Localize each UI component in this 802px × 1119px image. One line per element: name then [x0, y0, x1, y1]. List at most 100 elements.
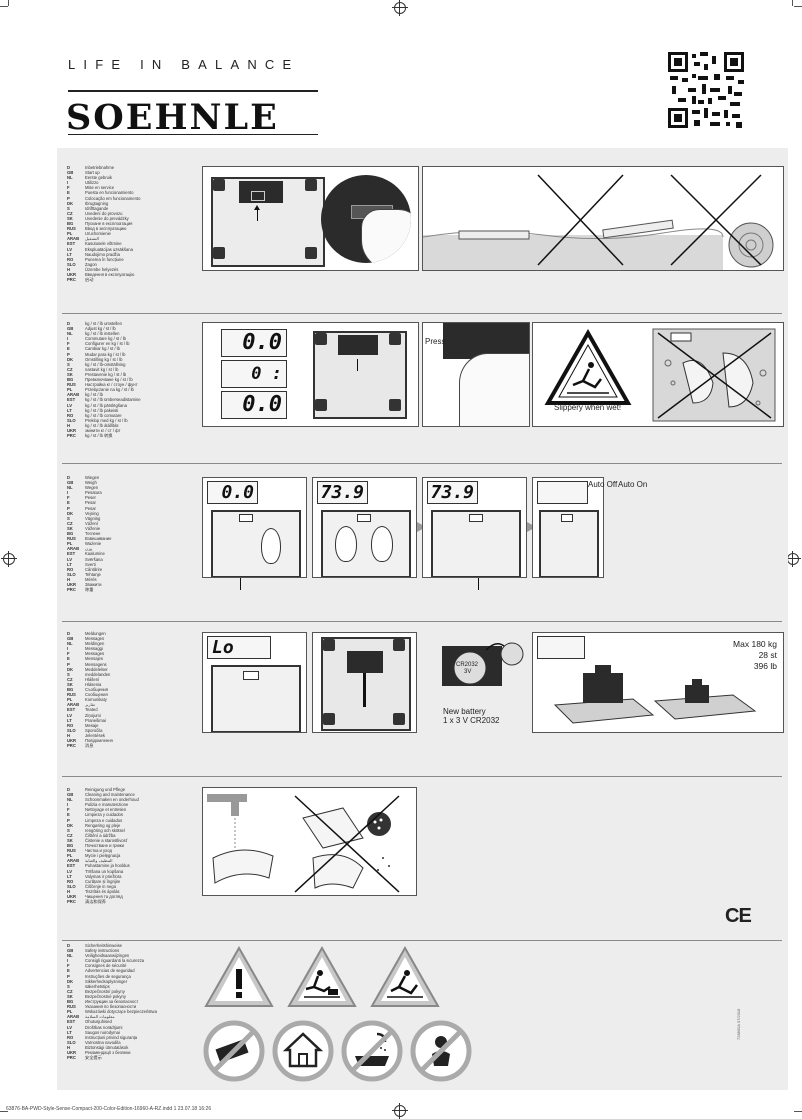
- language-row: F Mise en service: [67, 185, 140, 190]
- language-code: BG: [67, 377, 74, 383]
- language-code: PL: [67, 387, 73, 393]
- mini-display: [561, 514, 573, 522]
- language-code: S: [67, 361, 70, 367]
- language-text: Mudar para kg / st / lb: [85, 351, 126, 357]
- language-text: Ekspluatācijas uzsākšana: [85, 246, 133, 252]
- language-text: kg / st / lb 转换: [85, 433, 113, 439]
- weight-comparison-icon: [553, 665, 757, 724]
- language-text: Пускане в експлоатация: [85, 221, 133, 227]
- no-wet-room-icon: [341, 1020, 403, 1082]
- language-code: SK: [67, 371, 73, 377]
- general-warning-icon: [203, 945, 275, 1009]
- language-text: Wegen: [85, 485, 99, 491]
- language-text: Cleaning and maintenance: [85, 792, 135, 798]
- language-text: Настройка кг / стоун / фунт: [85, 382, 138, 388]
- language-text: kg / st / lb comutare: [85, 412, 122, 418]
- no-water-no-cleaner-icon: [207, 794, 400, 893]
- weight-display: 0.0: [207, 481, 258, 504]
- display-value: 73.9: [430, 482, 474, 503]
- language-text: 称重: [85, 587, 94, 593]
- language-code: F: [67, 185, 70, 191]
- unit-switch-illustration: 0.0 0 : 0.0 0.0: [202, 322, 419, 427]
- language-text: Messaggi: [85, 646, 103, 652]
- language-code: RUS: [67, 226, 76, 232]
- language-code: LT: [67, 407, 72, 413]
- language-code: GB: [67, 170, 74, 176]
- language-text: Рекомендації з безпеки: [85, 1049, 131, 1055]
- section-divider: [62, 940, 782, 941]
- language-code: EST: [67, 551, 76, 557]
- language-code: SLO: [67, 261, 76, 267]
- language-text: säkerhetstips: [85, 983, 110, 989]
- language-code: P: [67, 195, 70, 201]
- language-text: Limpeza e cuidados: [85, 817, 123, 823]
- language-text: Mise en service: [85, 185, 115, 191]
- auto-off-label: Auto Off: [588, 480, 618, 489]
- language-text: nastavit kg / st / lb: [85, 366, 119, 372]
- language-code: LV: [67, 712, 73, 718]
- language-code: PRC: [67, 277, 76, 283]
- section-divider: [62, 776, 782, 777]
- language-text: Сообщения: [85, 692, 108, 698]
- blank-display: [537, 636, 585, 659]
- language-text: Consigli riguardanti la sicurezza: [85, 958, 145, 964]
- crop-mark: [0, 6, 8, 7]
- language-code: PL: [67, 541, 73, 547]
- language-text: Sikkerhedsoplysninger: [85, 978, 128, 984]
- step-arrow-icon: [417, 522, 426, 532]
- display-value: 0.0: [221, 482, 254, 503]
- language-text: التشغيل: [85, 236, 99, 242]
- language-text: Bezpečnostné pokyny: [85, 993, 126, 999]
- language-text: Повідомлення: [85, 737, 113, 743]
- language-text: Valymas ir priežiūra: [85, 873, 122, 879]
- document-code: 728800A 07/2018: [736, 1008, 741, 1040]
- registration-mark-right: [785, 551, 801, 567]
- language-code: RO: [67, 1034, 74, 1040]
- language-text: Čiščenje in nega: [85, 883, 116, 889]
- mini-display: [357, 514, 371, 522]
- language-text: Veiligheidsaanwijzingen: [85, 953, 130, 959]
- language-text: Vejning: [85, 510, 99, 516]
- language-code: DK: [67, 200, 74, 206]
- language-text: Weigh: [85, 480, 97, 486]
- language-text: Meddelelser: [85, 666, 108, 672]
- weighing-step-auto: [532, 477, 604, 578]
- language-code: PRC: [67, 433, 76, 439]
- language-code: PRC: [67, 899, 76, 905]
- language-text: Komunikaty: [85, 697, 107, 703]
- language-code: LT: [67, 873, 72, 879]
- language-code: RUS: [67, 848, 76, 854]
- low-battery-illustration: Lo: [202, 632, 307, 733]
- section-divider: [62, 621, 782, 622]
- language-code: D: [67, 165, 71, 170]
- language-code: PL: [67, 853, 73, 859]
- language-text: Drošības norādījumi: [85, 1024, 123, 1030]
- language-text: Чистка и уход: [85, 848, 112, 854]
